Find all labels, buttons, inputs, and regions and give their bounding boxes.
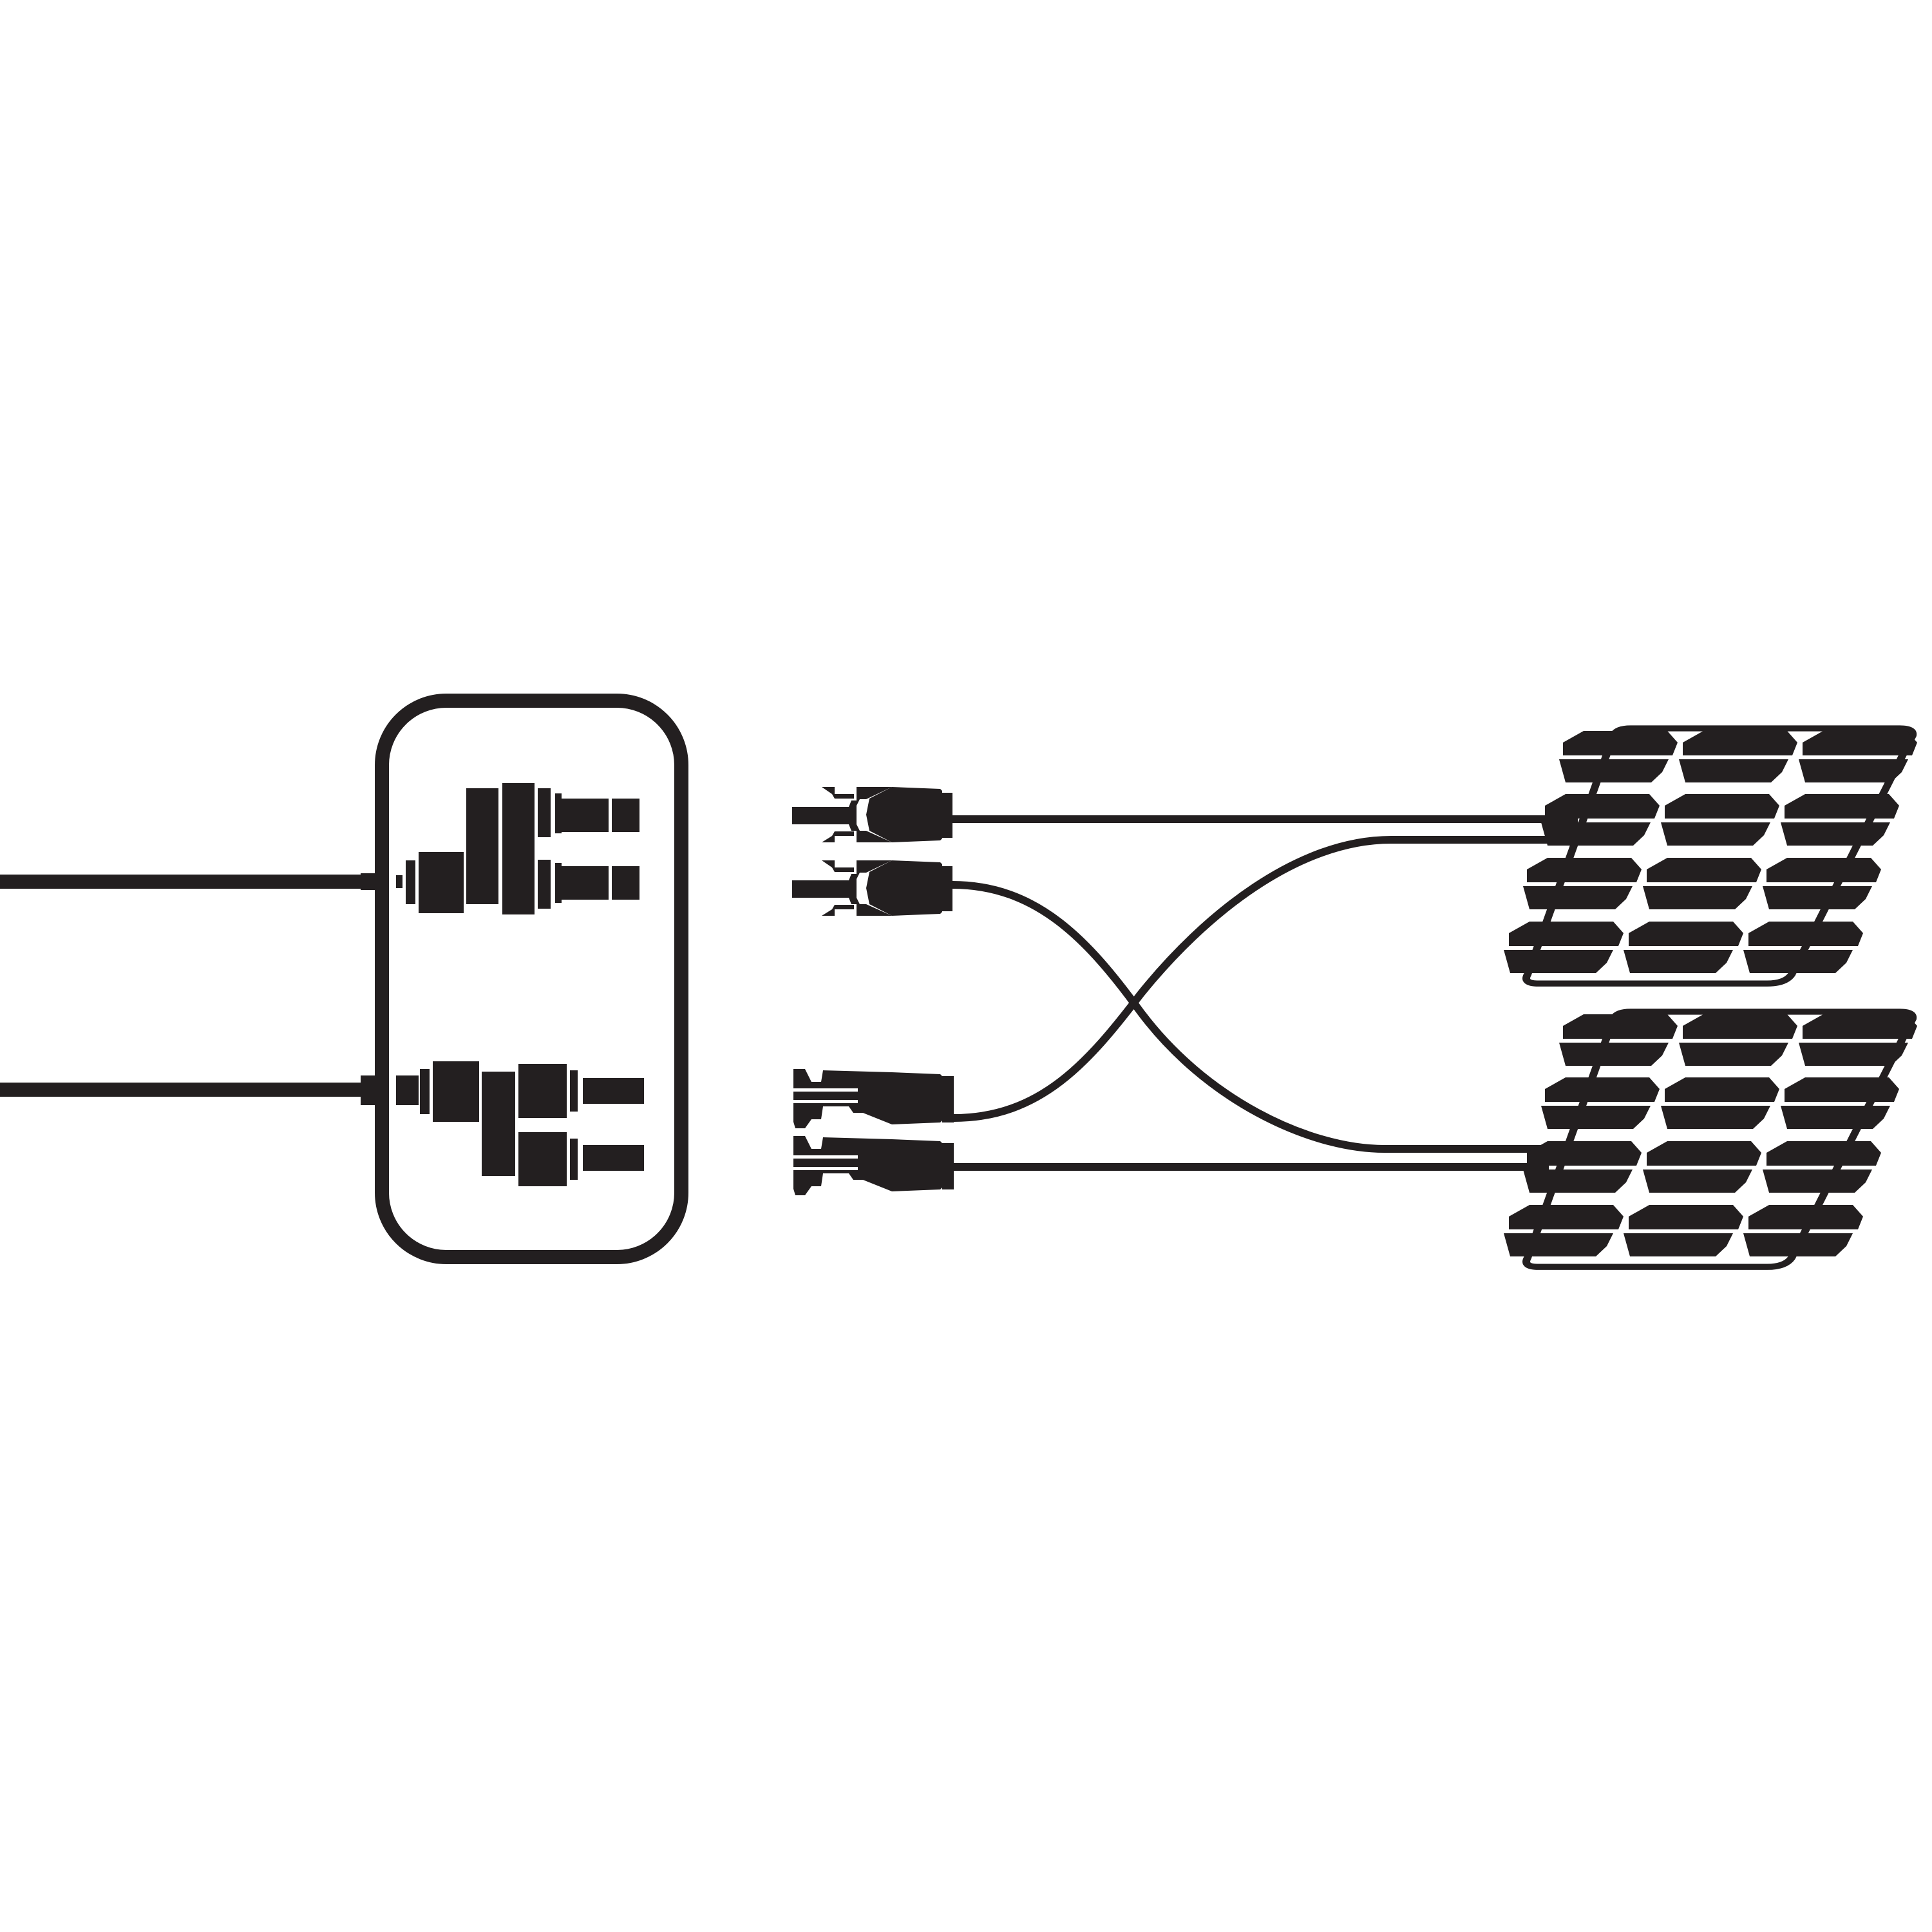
female-connector-lower — [793, 1136, 954, 1195]
male-connector-lower — [792, 860, 952, 916]
solar-panel-top — [1504, 725, 1917, 987]
upper-plug-icon — [361, 783, 639, 914]
diagram-ink — [0, 694, 1917, 1270]
crossing-cables — [952, 815, 1578, 1171]
branch-connector-box — [375, 694, 688, 1264]
female-connector-upper — [793, 1069, 954, 1128]
cable-male-lower-to-bottom-panel — [952, 881, 1562, 1153]
cable-female-upper-to-top-panel — [953, 836, 1571, 1122]
lower-plug-icon — [361, 1061, 644, 1186]
male-connector-upper — [792, 787, 952, 842]
solar-panel-bottom — [1504, 1009, 1917, 1270]
